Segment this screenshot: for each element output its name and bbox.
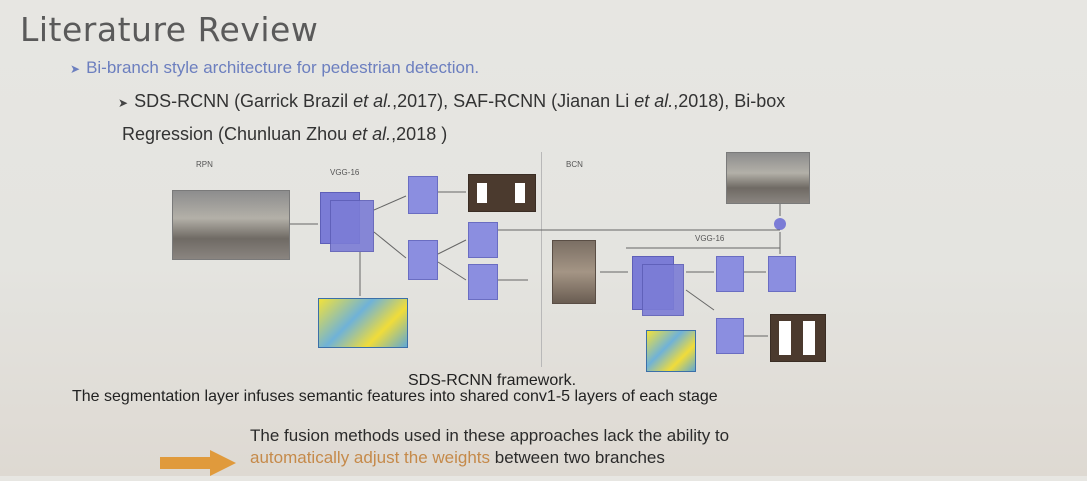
bcn-box-1 [716, 256, 744, 292]
ref-etal-1: et al. [353, 91, 393, 111]
ref-text-5: ,2018 ) [391, 124, 448, 144]
bullet-references: ➤ SDS-RCNN (Garrick Brazil et al.,2017), … [118, 86, 1078, 150]
slide-title: Literature Review [20, 10, 319, 49]
vgg-features-rpn [320, 192, 360, 244]
fusion-line-2-rest: between two branches [490, 448, 665, 467]
ref-text-1: SDS-RCNN (Garrick Brazil [134, 91, 354, 111]
bcn-segmentation-map [646, 330, 696, 372]
rpn-box-4 [468, 264, 498, 300]
bcn-label: BCN [566, 160, 583, 169]
bcn-box-3 [716, 318, 744, 354]
rpn-mask-output [468, 174, 536, 212]
fusion-note: The fusion methods used in these approac… [250, 425, 729, 469]
output-image-bcn [726, 152, 810, 204]
vgg-label-right: VGG-16 [695, 234, 725, 243]
figure-caption: SDS-RCNN framework. [408, 372, 577, 389]
fusion-highlight: automatically adjust the weights [250, 448, 491, 467]
rpn-box-1 [408, 176, 438, 214]
bullet-bi-branch: ➤ Bi-branch style architecture for pedest… [70, 58, 479, 78]
bcn-crop-input [552, 240, 596, 304]
bullet-bi-branch-text: Bi-branch style architecture for pedestr… [86, 58, 480, 77]
vgg-label-left: VGG-16 [330, 168, 360, 177]
ref-etal-2: et al. [634, 91, 674, 111]
fusion-line-1: The fusion methods used in these approac… [250, 426, 730, 445]
bcn-mask-output [770, 314, 826, 362]
rpn-box-3 [468, 222, 498, 258]
orange-arrow-icon [160, 450, 236, 481]
bcn-box-2 [768, 256, 796, 292]
fusion-node-icon [774, 218, 786, 230]
input-image-rpn [172, 190, 290, 260]
vgg-features-bcn-stack [642, 264, 684, 316]
ref-text-4: Regression (Chunluan Zhou [122, 124, 353, 144]
bullet-arrow-icon: ➤ [118, 96, 129, 110]
stage-divider [541, 152, 542, 367]
segmentation-note: The segmentation layer infuses semantic … [72, 388, 718, 405]
orange-arrow-svg [160, 450, 236, 476]
rpn-box-2 [408, 240, 438, 280]
ref-etal-3: et al. [352, 124, 392, 144]
vgg-features-rpn-stack [330, 200, 374, 252]
bullet-arrow-icon: ➤ [70, 62, 81, 76]
vgg-features-bcn [632, 256, 674, 310]
ref-text-3: ,2018), Bi-box [673, 91, 786, 111]
fusion-line-2: automatically adjust the weights between… [250, 447, 729, 469]
ref-text-2: ,2017), SAF-RCNN (Jianan Li [392, 91, 635, 111]
rpn-segmentation-map [318, 298, 408, 348]
rpn-label: RPN [196, 160, 213, 169]
